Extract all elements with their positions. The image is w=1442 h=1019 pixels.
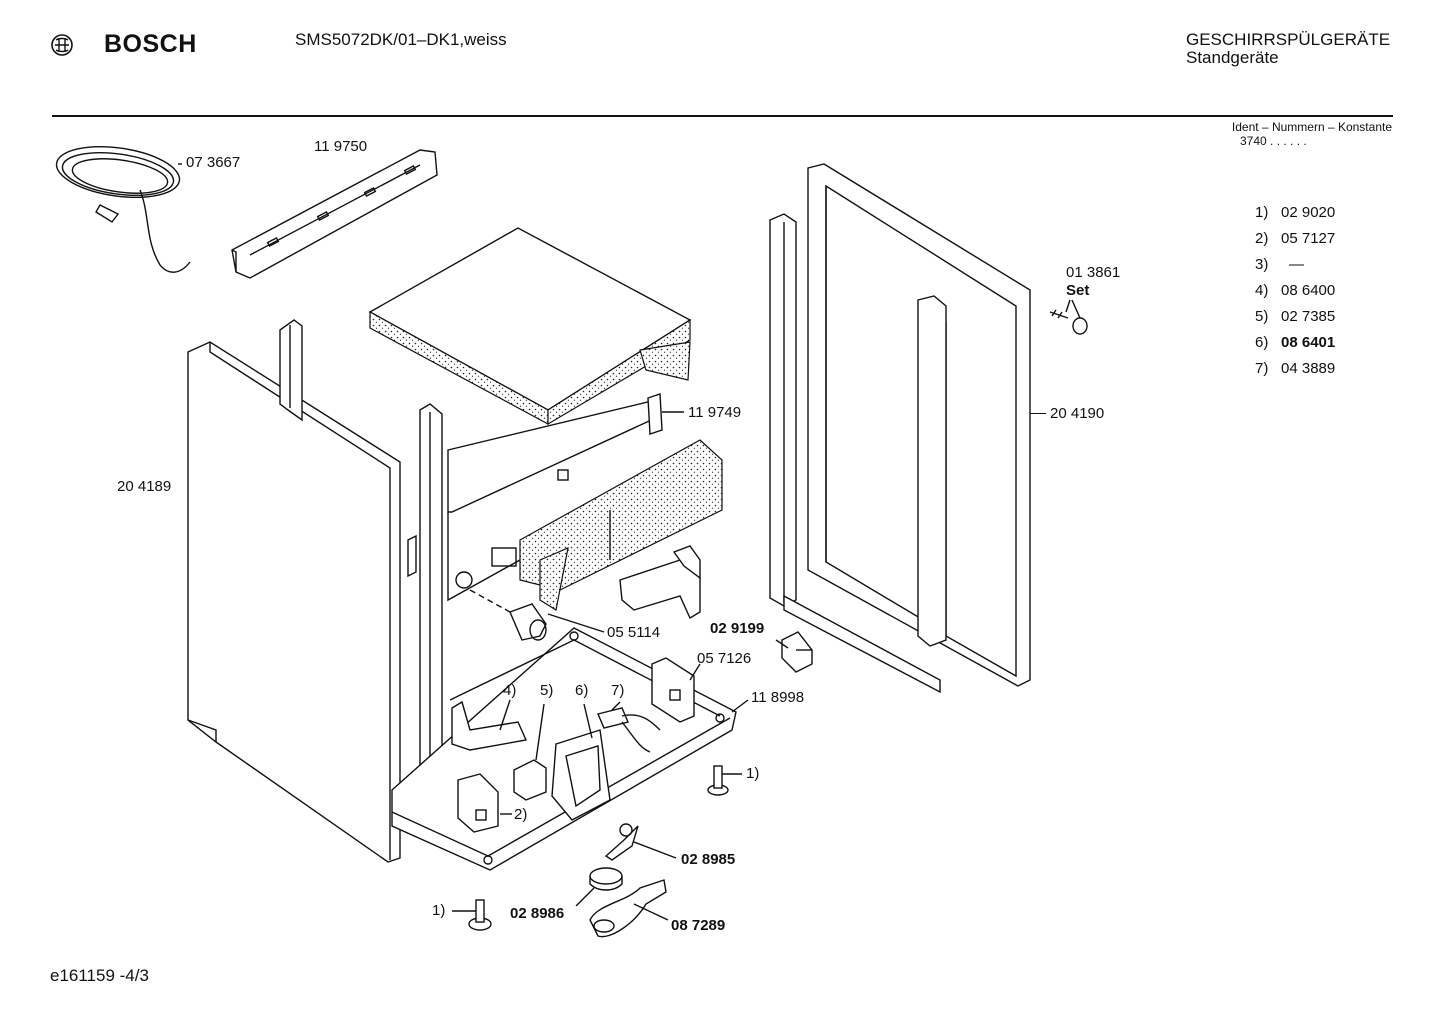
legend-list: 1) 02 9020 2) 05 7127 3) — 4) 08 6400 5) 02 7… <box>1255 204 1375 386</box>
drawing-id: e161159 -4/3 <box>50 966 149 985</box>
category-title: GESCHIRRSPÜLGERÄTE <box>1186 30 1391 49</box>
legend-value: — <box>1289 256 1304 273</box>
part-label-screw-set: Set <box>1066 282 1090 299</box>
legend-value: 08 6400 <box>1281 282 1336 299</box>
small-parts-drawing <box>451 699 661 833</box>
back-strip-drawing <box>647 393 684 435</box>
left-rear-strip-drawing <box>279 319 303 422</box>
legend-item: 4) 08 6400 <box>1255 282 1375 308</box>
callout-4: 4) <box>503 682 517 699</box>
ident-value: 3740 . . . . . . <box>1240 134 1307 148</box>
legend-item: 5) 02 7385 <box>1255 308 1375 334</box>
legend-key: 4) <box>1255 282 1269 299</box>
legend-key: 3) <box>1255 256 1269 273</box>
power-cable-drawing <box>55 146 191 273</box>
legend-item: 2) 05 7127 <box>1255 230 1375 256</box>
model-title: SMS5072DK/01–DK1,weiss <box>295 30 507 49</box>
bracket-drawing <box>651 657 701 723</box>
part-label-screw-set-code: 01 3861 <box>1066 264 1121 281</box>
part-label-right-panel: 20 4190 <box>1050 405 1105 422</box>
part-label-switch: 02 8985 <box>681 851 736 868</box>
leader-right-panel <box>1030 413 1046 414</box>
part-label-lever: 08 7289 <box>671 917 726 934</box>
top-rail-drawing <box>231 149 438 279</box>
subcategory-title: Standgeräte <box>1186 48 1279 67</box>
callout-5: 5) <box>540 682 554 699</box>
worktop-drawing <box>368 227 692 426</box>
relay-drawing <box>775 631 813 673</box>
legend-item: 6) 08 6401 <box>1255 334 1375 360</box>
legend-value: 02 7385 <box>1281 308 1336 325</box>
legend-key: 7) <box>1255 360 1269 377</box>
part-label-capacitor: 05 5114 <box>607 624 661 641</box>
part-label-base: 11 8998 <box>751 689 805 706</box>
legend-value: 02 9020 <box>1281 204 1336 221</box>
float-switch-drawing <box>575 823 677 938</box>
brand-logo <box>50 33 74 62</box>
part-label-float: 02 8986 <box>510 905 565 922</box>
legend-value: 08 6401 <box>1281 334 1336 351</box>
legend-value: 05 7127 <box>1281 230 1336 247</box>
callout-7: 7) <box>611 682 625 699</box>
callout-6: 6) <box>575 682 589 699</box>
callout-1-right: 1) <box>746 765 760 782</box>
capacitor-drawing <box>469 589 605 641</box>
part-label-left-panel: 20 4189 <box>117 478 172 495</box>
feet-drawing <box>452 765 742 931</box>
callout-1-left: 1) <box>432 902 446 919</box>
legend-value: 04 3889 <box>1281 360 1336 377</box>
back-wall-drawing <box>447 399 723 611</box>
screw-set-drawing <box>1049 299 1088 335</box>
left-side-panel-drawing <box>187 341 401 863</box>
part-label-bracket: 05 7126 <box>697 650 752 667</box>
legend-item: 1) 02 9020 <box>1255 204 1375 230</box>
part-label-top-rail: 11 9750 <box>314 138 368 155</box>
legend-key: 2) <box>1255 230 1269 247</box>
legend-key: 5) <box>1255 308 1269 325</box>
legend-item: 7) 04 3889 <box>1255 360 1375 386</box>
brand-name: BOSCH <box>104 30 197 58</box>
part-label-cable: 07 3667 <box>186 154 241 171</box>
callout-2: 2) <box>514 806 528 823</box>
ident-label: Ident – Nummern – Konstante <box>1231 120 1392 134</box>
front-frame-strip-drawing <box>407 403 443 807</box>
legend-key: 6) <box>1255 334 1269 351</box>
drain-connector-drawing <box>619 545 701 620</box>
legend-item: 3) — <box>1255 256 1375 282</box>
part-label-relay: 02 9199 <box>710 620 765 637</box>
right-strip-drawing <box>769 213 947 694</box>
bosch-armature-icon <box>51 34 73 56</box>
part-label-back-strip: 11 9749 <box>688 404 742 421</box>
legend-key: 1) <box>1255 204 1269 221</box>
